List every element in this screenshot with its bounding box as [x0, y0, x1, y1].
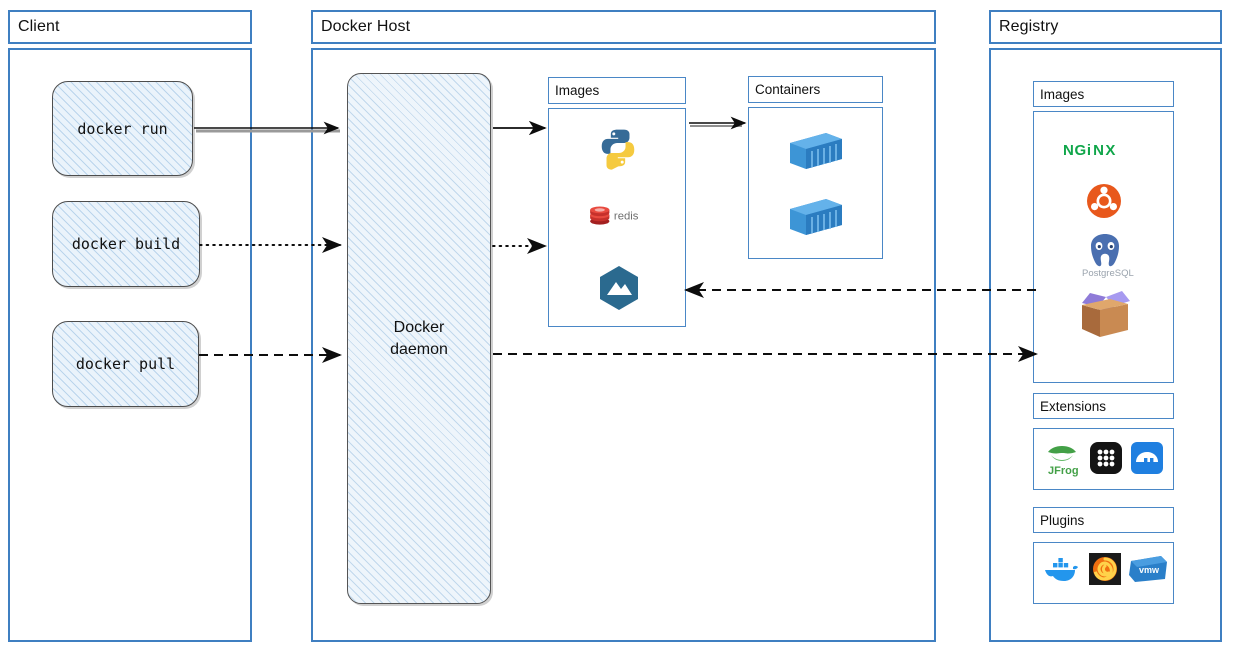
section-title-docker-host-label: Docker Host: [321, 18, 411, 35]
command-box-docker-pull[interactable]: docker pull: [52, 321, 199, 407]
command-label: docker build: [71, 235, 181, 253]
spiral-icon: [1088, 552, 1122, 586]
section-title-docker-host: Docker Host: [311, 10, 936, 44]
docker-whale-icon: [1042, 552, 1082, 588]
svg-text:vmw: vmw: [1139, 565, 1160, 575]
jfrog-icon: JFrog: [1043, 441, 1081, 477]
panel-title-containers: Containers: [748, 76, 883, 103]
ubuntu-icon: [1085, 182, 1123, 220]
panel-title-registry-images-label: Images: [1040, 86, 1085, 102]
command-box-docker-build[interactable]: docker build: [52, 201, 200, 287]
svg-text:PostgreSQL: PostgreSQL: [1082, 268, 1134, 279]
panel-title-containers-label: Containers: [755, 82, 821, 97]
command-label: docker run: [77, 119, 168, 138]
postgresql-icon: PostgreSQL: [1078, 232, 1134, 279]
panel-title-extensions-label: Extensions: [1040, 398, 1107, 414]
svg-text:JFrog: JFrog: [1048, 465, 1079, 477]
nginx-icon: NGi N X: [1062, 136, 1146, 164]
svg-text:N: N: [1093, 142, 1105, 159]
open-box-icon: [1075, 288, 1135, 342]
command-label: docker pull: [75, 355, 176, 373]
shipping-container-icon: [785, 128, 847, 172]
blue-app-icon: [1130, 441, 1164, 475]
panel-body-containers: [748, 107, 883, 259]
command-box-docker-run[interactable]: docker run: [52, 81, 193, 176]
panel-title-host-images-label: Images: [555, 83, 600, 98]
panel-title-registry-images: Images: [1033, 81, 1174, 107]
svg-text:X: X: [1105, 142, 1116, 159]
grid-dots-icon: [1089, 441, 1123, 475]
panel-title-plugins: Plugins: [1033, 507, 1174, 533]
svg-text:NGi: NGi: [1063, 142, 1092, 159]
section-title-registry-label: Registry: [999, 18, 1059, 35]
shipping-container-icon: [785, 194, 847, 238]
vmware-icon: vmw: [1126, 552, 1170, 586]
section-title-client: Client: [8, 10, 252, 44]
panel-title-extensions: Extensions: [1033, 393, 1174, 419]
docker-daemon-box[interactable]: Docker daemon: [347, 73, 491, 604]
docker-daemon-label: Docker daemon: [390, 318, 448, 358]
hexagon-mountain-icon: [597, 265, 641, 311]
panel-title-plugins-label: Plugins: [1040, 512, 1085, 528]
svg-text:redis: redis: [614, 211, 639, 223]
section-title-registry: Registry: [989, 10, 1222, 44]
redis-icon: redis: [588, 198, 658, 232]
panel-body-host-images: [548, 108, 686, 327]
section-title-client-label: Client: [18, 18, 60, 35]
panel-title-host-images: Images: [548, 77, 686, 104]
python-icon: [595, 125, 641, 171]
